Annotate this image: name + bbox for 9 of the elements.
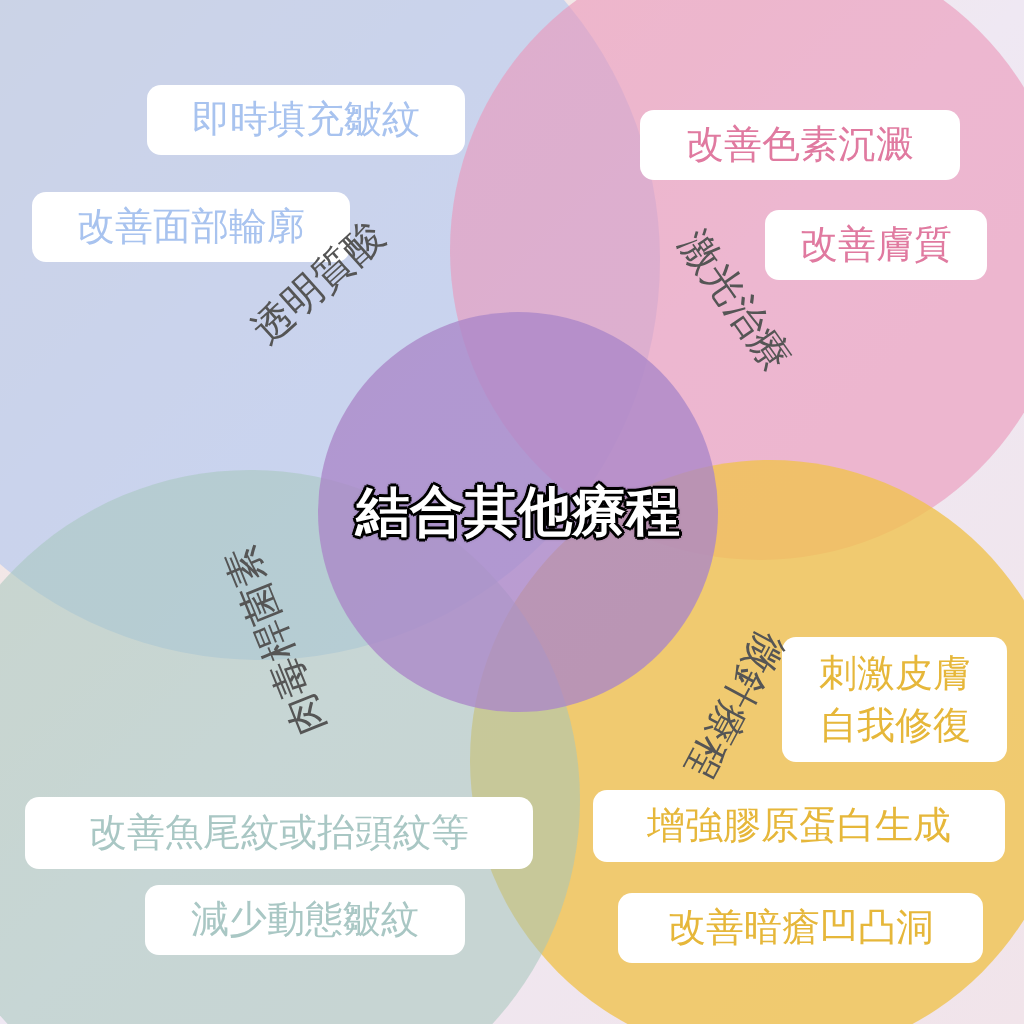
circle-label: 肉毒桿菌素: [214, 537, 335, 743]
text-box: 改善色素沉澱: [640, 110, 960, 180]
text-box: 增強膠原蛋白生成: [593, 790, 1005, 862]
center-title: 結合其他療程: [356, 478, 680, 545]
text-box: 改善魚尾紋或抬頭紋等: [25, 797, 533, 869]
text-box: 改善膚質: [765, 210, 987, 280]
text-box: 改善暗瘡凹凸洞: [618, 893, 983, 963]
text-box: 即時填充皺紋: [147, 85, 465, 155]
text-box: 減少動態皺紋: [145, 885, 465, 955]
